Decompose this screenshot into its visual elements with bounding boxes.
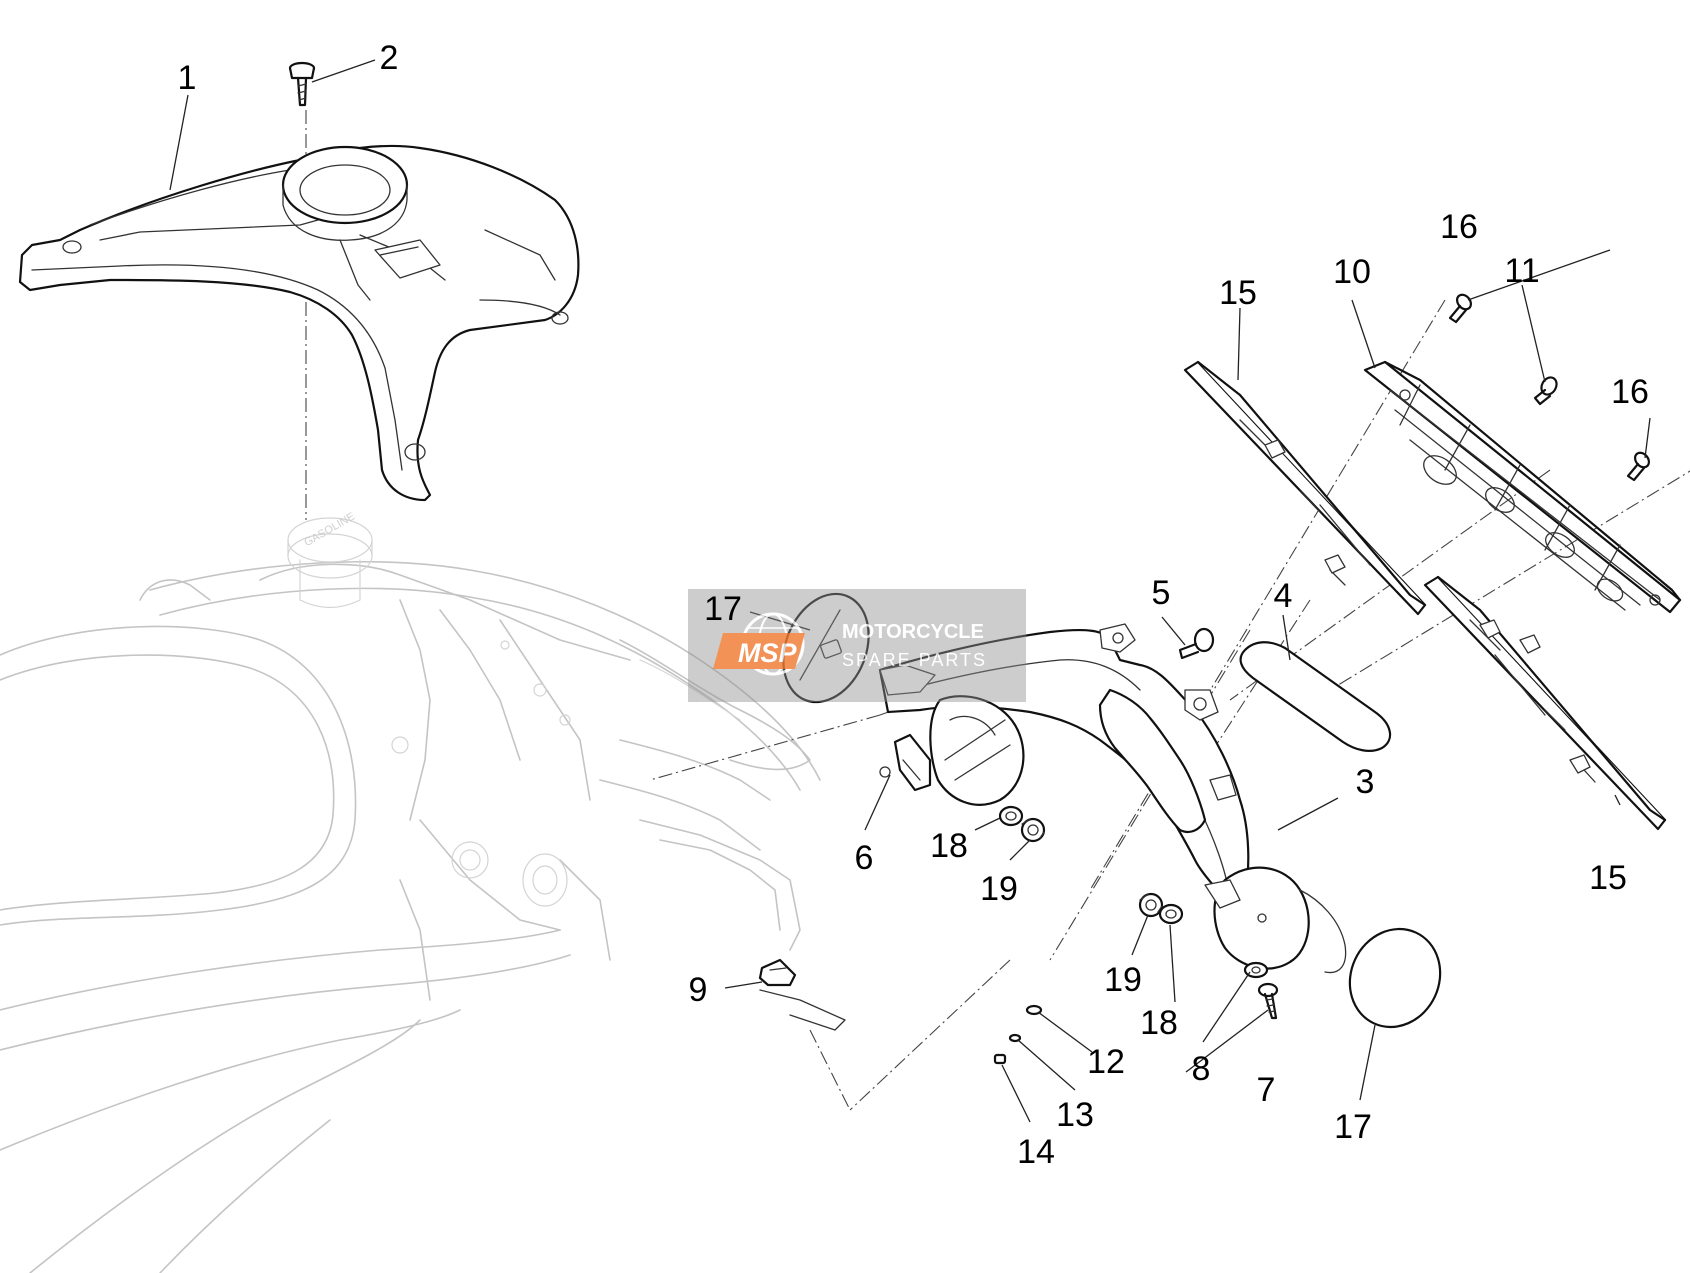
callout-13: 13 [1056, 1096, 1094, 1134]
part-15-gasket-lower [1423, 575, 1667, 831]
callout-labels: 1 2 3 4 5 6 7 8 9 10 11 12 13 14 15 15 1… [178, 39, 1649, 1171]
callout-4: 4 [1274, 577, 1293, 615]
callout-18-lower: 18 [1140, 1004, 1178, 1042]
watermark-line2: SPARE PARTS [842, 650, 987, 670]
callout-15-lower: 15 [1589, 859, 1627, 897]
callout-1: 1 [178, 59, 197, 97]
part-7-screw [1257, 982, 1279, 1020]
leader-lines [169, 59, 1651, 1123]
callout-5: 5 [1152, 574, 1171, 612]
callout-18-upper: 18 [930, 827, 968, 865]
msp-watermark: MSP MOTORCYCLE SPARE PARTS [688, 589, 1026, 702]
part-15-gasket-upper [1183, 360, 1427, 616]
part-17-reflector-upper [782, 592, 870, 704]
callout-3: 3 [1356, 763, 1375, 801]
bracket-tab [759, 989, 846, 1031]
part-19-nut-upper [1020, 817, 1046, 843]
part-4-rubber-strip [1239, 641, 1392, 752]
watermark-logo: MSP [738, 638, 798, 668]
part-11-bolt [1533, 376, 1558, 406]
callout-11: 11 [1504, 252, 1539, 290]
part-17-reflector-lower [1348, 927, 1442, 1029]
callout-17-lower: 17 [1334, 1108, 1372, 1146]
part-8-washer [1243, 961, 1269, 979]
part-10-plate-frame [1363, 360, 1682, 614]
callout-16-lower: 16 [1611, 373, 1649, 411]
part-14-nut [993, 1053, 1007, 1065]
part-3-plate-holder [878, 623, 1347, 974]
callout-7: 7 [1257, 1071, 1276, 1109]
part-16-screw-upper [1448, 293, 1472, 324]
callout-9: 9 [689, 971, 708, 1009]
part-1-upper-cover [18, 144, 580, 502]
callout-6: 6 [855, 839, 874, 877]
watermark-line1: MOTORCYCLE [842, 621, 984, 643]
callout-10: 10 [1333, 253, 1371, 291]
part-16-screw-lower [1626, 451, 1650, 482]
callout-17-upper: 17 [704, 590, 742, 628]
callout-14: 14 [1017, 1133, 1055, 1171]
scooter-frame-ghost: GASOLINE [0, 511, 821, 1273]
callout-19-upper: 19 [980, 870, 1018, 908]
callout-19-lower: 19 [1104, 961, 1142, 999]
part-19-nut-lower [1138, 892, 1164, 918]
callout-16-upper: 16 [1440, 208, 1478, 246]
part-6-clip [879, 733, 932, 792]
part-18-washer-lower [1158, 903, 1184, 925]
part-12-washer [1025, 1004, 1043, 1016]
callout-12: 12 [1087, 1043, 1125, 1081]
part-9-clip-nut [758, 958, 797, 987]
gasoline-cap-print: GASOLINE [302, 511, 357, 550]
part-5-bolt [1178, 627, 1215, 660]
callout-15-upper: 15 [1219, 274, 1257, 312]
watermark-logo-badge [713, 633, 805, 669]
part-18-washer-upper [998, 805, 1024, 827]
callout-2: 2 [380, 39, 399, 77]
callout-8: 8 [1192, 1050, 1211, 1088]
part-13-spring-washer [1008, 1033, 1022, 1043]
part-2-screw [288, 61, 316, 107]
